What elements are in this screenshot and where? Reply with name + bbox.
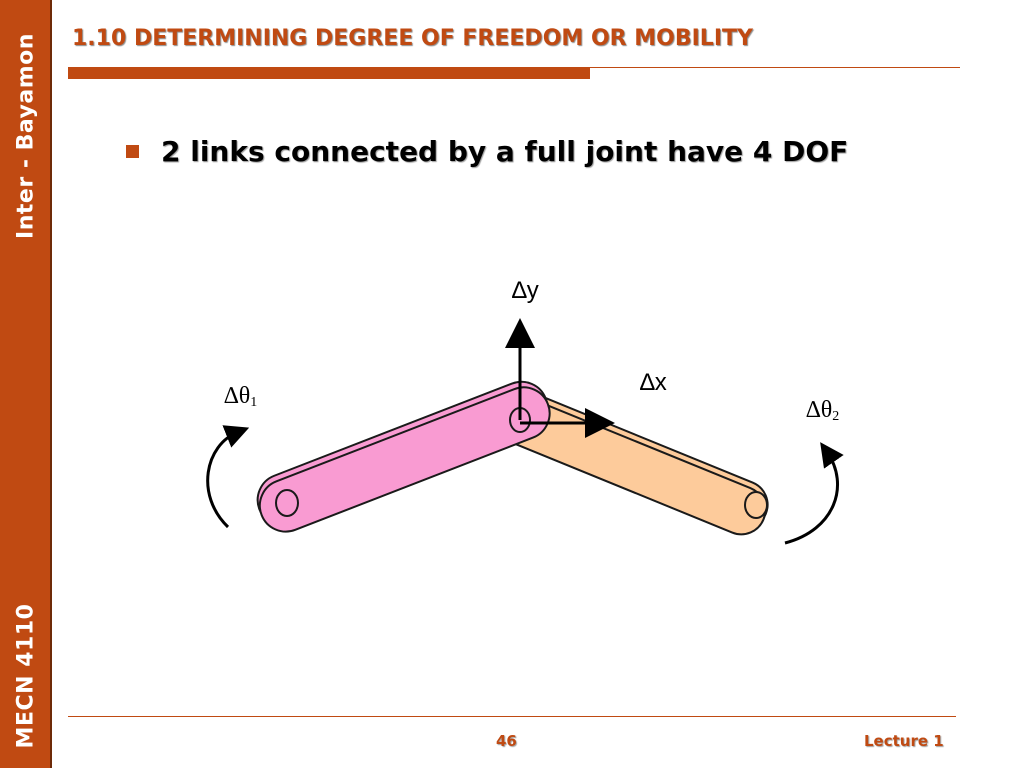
- slide-title: 1.10 DETERMINING DEGREE OF FREEDOM OR MO…: [72, 26, 753, 51]
- rotation-arrow-right-icon: [784, 442, 844, 545]
- delta-y-label: ∆y: [512, 277, 539, 304]
- lecture-label: Lecture 1: [864, 732, 944, 750]
- rotation-arrow-left-icon: [206, 425, 250, 529]
- title-accent-bar: [68, 67, 590, 79]
- delta-theta1-label: ∆θ1: [224, 383, 257, 410]
- delta-theta2-label: ∆θ2: [806, 397, 839, 424]
- delta-x-label: ∆x: [640, 369, 667, 396]
- footer-line: [68, 716, 956, 717]
- bullet-square-icon: [126, 145, 139, 158]
- bullet-item: 2 links connected by a full joint have 4…: [126, 135, 848, 168]
- left-link-hole: [275, 489, 299, 517]
- bullet-text: 2 links connected by a full joint have 4…: [161, 135, 849, 168]
- link-left: [256, 380, 551, 533]
- page-number: 46: [496, 732, 517, 750]
- sidebar: Inter - Bayamon MECN 4110: [0, 0, 52, 768]
- right-link-hole: [744, 491, 768, 519]
